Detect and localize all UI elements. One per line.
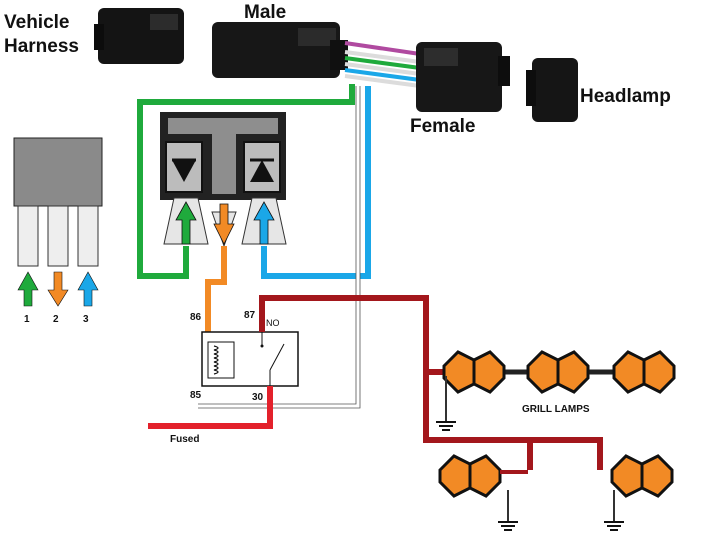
headlamp-label: Headlamp: [580, 86, 671, 107]
grill-lamp-5: [610, 454, 674, 498]
diode-module: [160, 112, 286, 200]
headlamp-connector: [526, 58, 578, 122]
relay: [201, 331, 299, 387]
relay-pin-legend: [13, 137, 103, 307]
pin-2-arrow-icon: [47, 271, 69, 307]
pin-1-label: 1: [24, 314, 30, 325]
green-wire: [137, 84, 355, 279]
relay-86-label: 86: [190, 312, 202, 323]
grill-lamps-label: GRILL LAMPS: [522, 404, 590, 415]
grill-lamp-4: [438, 454, 502, 498]
male-connector: [212, 22, 348, 78]
relay-85-label: 85: [190, 390, 202, 401]
pin-3-label: 3: [83, 314, 89, 325]
grill-lamp-3: [612, 350, 676, 394]
ground-symbol-1: [436, 376, 456, 431]
relay-30-label: 30: [252, 392, 264, 403]
ground-symbol-3: [604, 490, 624, 531]
vehicle-harness-label: Vehicle: [4, 12, 70, 33]
vehicle-harness-label-2: Harness: [4, 36, 79, 57]
relay-87-label: 87: [244, 310, 256, 321]
female-label: Female: [410, 116, 475, 137]
fused-label: Fused: [170, 434, 199, 445]
grill-lamp-2: [526, 350, 590, 394]
harness-short-wires: [344, 41, 421, 88]
female-connector: [416, 42, 510, 112]
grill-lamp-1: [442, 350, 506, 394]
blue-wire: [261, 86, 371, 279]
ground-symbol-2: [498, 490, 518, 531]
relay-no-label: NO: [266, 318, 280, 328]
fused-wire: [148, 386, 273, 429]
vehicle-harness-connector: [94, 8, 184, 64]
pin-2-label: 2: [53, 314, 59, 325]
pin-3-arrow-icon: [77, 271, 99, 307]
pin-1-arrow-icon: [17, 271, 39, 307]
male-label: Male: [244, 2, 286, 23]
diode-module-pins: [163, 197, 287, 248]
orange-wire: [205, 246, 227, 332]
grill-lamps-row: [442, 350, 676, 394]
ground-wire: [198, 86, 360, 408]
